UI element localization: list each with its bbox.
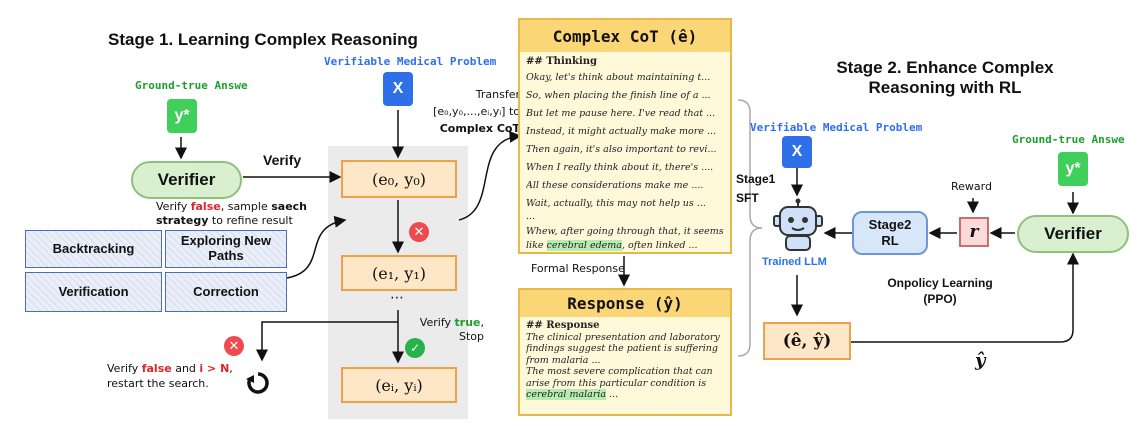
cot-last-a: like bbox=[526, 240, 544, 251]
verify-text-c: saech strategy bbox=[156, 200, 308, 228]
arrow-pair-verifier2 bbox=[851, 252, 1079, 343]
response-last-b: ... bbox=[606, 388, 619, 400]
cot-card-title: Complex CoT (ê) bbox=[520, 20, 730, 52]
ground-truth-label-2: Ground-true Answe bbox=[1012, 133, 1125, 146]
verify-false-note: Verify false, sample saech strategy to r… bbox=[156, 200, 336, 229]
brace bbox=[737, 99, 763, 357]
arrow-transfer bbox=[458, 130, 522, 221]
ellipsis: ⋯ bbox=[390, 290, 404, 306]
verify-text-d: to refine result bbox=[211, 214, 293, 228]
verify-true-b: , bbox=[480, 316, 485, 329]
restart-note: Verify false and i > N, restart the sear… bbox=[107, 362, 267, 392]
verify-true-a: Verify bbox=[419, 316, 452, 329]
trained-llm-label: Trained LLM bbox=[762, 256, 827, 268]
cot-line: But let me pause here. I've read that ..… bbox=[526, 108, 716, 119]
cot-line: ... bbox=[526, 211, 536, 222]
restart-d: restart the search. bbox=[107, 376, 209, 390]
response-line: The clinical presentation and laboratory bbox=[526, 332, 720, 343]
restart-icon bbox=[246, 372, 269, 394]
true-word: true bbox=[454, 316, 481, 329]
x-chip: X bbox=[383, 72, 413, 106]
robot-icon bbox=[773, 198, 823, 251]
verifier-box: Verifier bbox=[131, 161, 242, 199]
verify-true-note: Verify true, Stop bbox=[408, 316, 484, 345]
cot-line: So, when placing the finish line of a ..… bbox=[526, 90, 711, 101]
pair-0: (e₀, y₀) bbox=[341, 160, 457, 198]
stage2-rl-b: RL bbox=[881, 233, 899, 248]
onpolicy-a: Onpolicy Learning bbox=[887, 276, 993, 290]
formal-response-label: Formal Response bbox=[531, 262, 625, 275]
stop-text: Stop bbox=[458, 330, 484, 344]
stage2-title: Stage 2. Enhance Complex Reasoning with … bbox=[800, 58, 1090, 99]
verify-label: Verify bbox=[263, 152, 302, 168]
transfer-b: [e₀,y₀,...,eᵢ,yᵢ] to bbox=[433, 105, 520, 119]
strategy-verification: Verification bbox=[25, 272, 162, 312]
transfer-a: Transfer bbox=[475, 88, 520, 101]
response-highlight: cerebral malaria bbox=[526, 388, 607, 400]
cot-line: Okay, let's think about maintaining t... bbox=[526, 72, 711, 83]
false-word: false bbox=[190, 200, 221, 213]
cross-icon: ✕ bbox=[409, 222, 429, 242]
stage1-title: Stage 1. Learning Complex Reasoning bbox=[108, 30, 418, 49]
arrow-restart bbox=[256, 321, 398, 362]
ground-truth-label: Ground-true Answe bbox=[135, 79, 248, 92]
x-chip-2: X bbox=[782, 136, 812, 168]
cot-last-b: , often linked ... bbox=[621, 240, 698, 251]
cot-last-line: like cerebral edema, often linked ... bbox=[526, 240, 724, 251]
verifier-box-2: Verifier bbox=[1017, 215, 1129, 253]
restart-cond: i > N bbox=[199, 362, 230, 375]
transfer-note: Transfer [e₀,y₀,...,eᵢ,yᵢ] to Complex Co… bbox=[420, 86, 520, 137]
stage2-title-line2: Reasoning with RL bbox=[868, 78, 1022, 98]
verify-text-a: Verify bbox=[156, 200, 188, 213]
cot-line: All these considerations make me .... bbox=[526, 180, 704, 191]
cross-icon: ✕ bbox=[224, 336, 244, 356]
response-card: Response (ŷ) ## Response The clinical pr… bbox=[518, 288, 732, 416]
response-last-line: cerebral malaria ... bbox=[526, 388, 724, 400]
onpolicy-b: (PPO) bbox=[923, 291, 957, 306]
stage2-rl-box: Stage2 RL bbox=[852, 211, 928, 255]
strategy-correction: Correction bbox=[165, 272, 287, 312]
restart-b: and bbox=[175, 362, 196, 375]
stage2-title-line1: Stage 2. Enhance Complex bbox=[836, 58, 1054, 77]
stage2-rl-a: Stage2 bbox=[868, 217, 912, 233]
y-hat-label: ŷ bbox=[975, 350, 986, 371]
pair-1: (e₁, y₁) bbox=[341, 255, 457, 291]
restart-c: , bbox=[229, 362, 233, 375]
cot-line: Instead, it might actually make more ... bbox=[526, 126, 717, 137]
cot-line: Whew, after going through that, it seems bbox=[526, 226, 724, 237]
verify-text-b: , sample bbox=[220, 200, 268, 213]
y-star-chip: y* bbox=[167, 99, 197, 133]
restart-false: false bbox=[141, 362, 172, 375]
verifiable-problem-label: Verifiable Medical Problem bbox=[324, 55, 497, 68]
response-heading: ## Response bbox=[526, 320, 600, 331]
reward-r-box: r bbox=[959, 217, 989, 247]
response-line: arise from this particular condition is bbox=[526, 377, 707, 389]
cot-line: Then again, it's also important to revi.… bbox=[526, 144, 717, 155]
stage1-sft-b: SFT bbox=[736, 191, 759, 206]
strategy-exploring: Exploring New Paths bbox=[165, 230, 287, 268]
cot-highlight: cerebral edema bbox=[546, 240, 622, 251]
pair-i: (eᵢ, yᵢ) bbox=[341, 367, 457, 403]
verifiable-problem-label-2: Verifiable Medical Problem bbox=[750, 121, 923, 134]
cot-line: When I really think about it, there's ..… bbox=[526, 162, 714, 173]
y-star-chip-2: y* bbox=[1058, 152, 1088, 186]
reward-label: Reward bbox=[951, 180, 992, 193]
transfer-c: Complex CoT bbox=[439, 122, 520, 136]
cot-card: Complex CoT (ê) ## Thinking Okay, let's … bbox=[518, 18, 732, 254]
response-line: from malaria ... bbox=[526, 354, 601, 366]
strategy-backtracking: Backtracking bbox=[25, 230, 162, 268]
response-card-title: Response (ŷ) bbox=[520, 290, 730, 317]
restart-a: Verify bbox=[107, 362, 139, 375]
stage1-sft-a: Stage1 bbox=[736, 172, 776, 186]
pair-hat: (ê, ŷ) bbox=[763, 322, 851, 360]
response-line: findings suggest the patient is sufferin… bbox=[526, 343, 718, 355]
cot-heading: ## Thinking bbox=[526, 56, 598, 67]
check-icon: ✓ bbox=[405, 338, 425, 358]
onpolicy-label: Onpolicy Learning (PPO) bbox=[880, 276, 1000, 307]
response-line: The most severe complication that can bbox=[526, 366, 713, 378]
cot-line: Wait, actually, this may not help us ... bbox=[526, 198, 706, 209]
arrow-strategy bbox=[286, 215, 347, 279]
stage1-sft-label: Stage1 SFT bbox=[736, 170, 775, 208]
